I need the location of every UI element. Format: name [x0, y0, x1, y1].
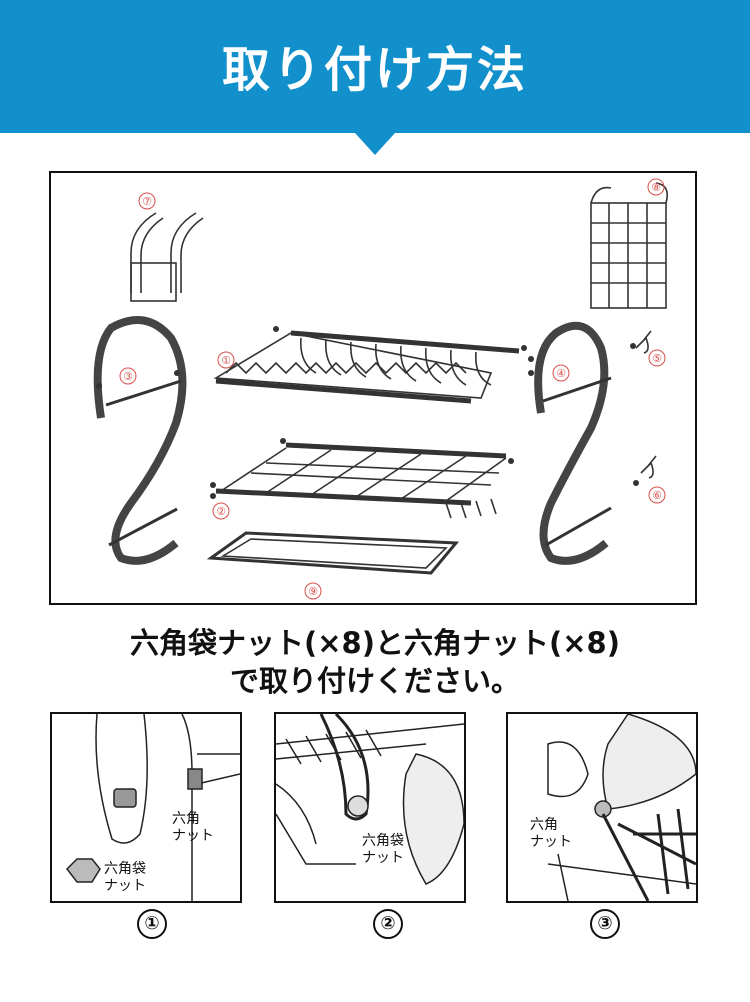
page-title: 取り付け方法 — [221, 42, 528, 98]
foot-part-6 — [640, 455, 657, 479]
part-number-2: ② — [216, 505, 226, 518]
step-2-image: 六角袋ナット — [274, 712, 466, 903]
parts-diagram: ① ② ③ ④ ⑤ ⑥ ⑦ ⑧ ⑨ — [49, 171, 697, 605]
utensil-basket-part — [590, 182, 669, 309]
instruction-line-2: で取り付けください。 — [229, 664, 520, 698]
screw-dots — [96, 326, 639, 499]
header-banner: 取り付け方法 — [0, 0, 750, 155]
part-number-text: ① ② ③ ④ ⑤ ⑥ ⑦ ⑧ ⑨ — [123, 181, 662, 598]
left-frame-part — [93, 316, 187, 565]
step-2-illustration — [276, 714, 464, 885]
part-number-9: ⑨ — [308, 585, 318, 598]
part-number-5: ⑤ — [652, 352, 662, 365]
step-1-image: 六角ナット 六角袋ナット — [50, 712, 242, 903]
step-1-number: ① — [137, 909, 167, 939]
part-number-7: ⑦ — [142, 195, 152, 208]
instruction-text: 六角袋ナット(×8)と六角ナット(×8) で取り付けください。 — [0, 624, 750, 700]
part-number-3: ③ — [123, 370, 133, 383]
hex-nut-label-3: 六角ナット — [530, 817, 572, 850]
step-3-number: ③ — [590, 909, 620, 939]
banner-pointer — [355, 133, 395, 155]
step-3-illustration — [547, 714, 696, 901]
step-3-image: 六角ナット — [506, 712, 698, 903]
cap-nut-label-2: 六角袋ナット — [362, 833, 404, 866]
drip-tray-part — [206, 531, 460, 575]
foot-part-5 — [635, 330, 652, 354]
step-2-number: ② — [373, 909, 403, 939]
bottom-rack-part — [215, 442, 507, 519]
part-number-1: ① — [221, 354, 231, 367]
part-number-6: ⑥ — [652, 489, 662, 502]
dish-rack-part — [213, 330, 520, 404]
right-frame-part — [534, 321, 609, 565]
part-number-8: ⑧ — [651, 181, 661, 194]
hook-part — [130, 212, 204, 302]
part-number-4: ④ — [556, 367, 566, 380]
parts-illustration: ① ② ③ ④ ⑤ ⑥ ⑦ ⑧ ⑨ — [93, 178, 669, 600]
hex-nut-label: 六角ナット — [172, 811, 214, 844]
step-1-illustration — [66, 714, 240, 901]
cap-nut-label: 六角袋ナット — [104, 861, 146, 894]
instruction-line-1: 六角袋ナット(×8)と六角ナット(×8) — [130, 626, 620, 660]
part-number-labels — [119, 178, 666, 600]
